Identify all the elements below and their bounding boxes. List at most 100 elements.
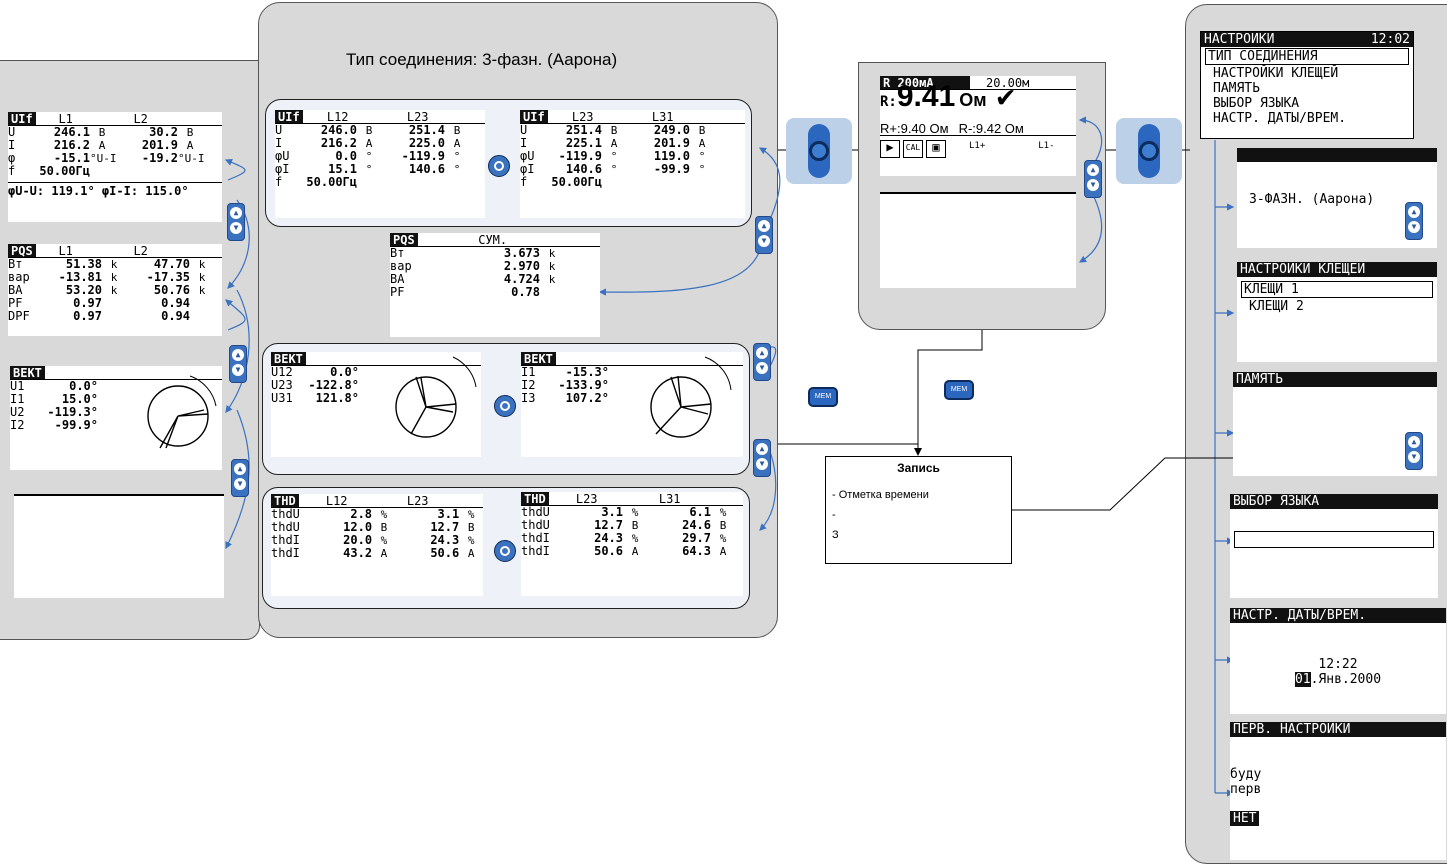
conn-value[interactable]: 3-ФАЗН. (Аарона) — [1249, 192, 1375, 207]
cell: 29.7 — [682, 531, 711, 545]
record-title: Запись — [897, 461, 940, 475]
cell: 0.0 — [335, 149, 357, 163]
down-icon[interactable]: ▼ — [1408, 221, 1420, 233]
play-icon[interactable]: ▶ — [880, 140, 900, 158]
set-nav-1[interactable]: ▲▼ — [1405, 202, 1423, 240]
clamp-2[interactable]: КЛЕЩИ 2 — [1249, 299, 1304, 314]
menu-date-time[interactable]: НАСТР. ДАТЫ/ВРЕМ. — [1213, 111, 1347, 126]
col-l23: L23 — [575, 492, 598, 506]
mid-nav-2[interactable]: ▲▼ — [753, 343, 771, 381]
down-icon[interactable]: ▼ — [234, 478, 246, 490]
up-icon[interactable]: ▲ — [1408, 436, 1420, 448]
mid-nav-3[interactable]: ▲▼ — [753, 439, 771, 477]
cell: Вт — [8, 257, 23, 271]
cell: 20.0 — [343, 533, 373, 547]
left-nav-2[interactable]: ▲▼ — [229, 345, 247, 383]
cell: 119.0 — [653, 149, 690, 163]
res-nav[interactable]: ▲▼ — [1084, 160, 1102, 198]
cell: 24.3 — [594, 531, 623, 545]
day-field[interactable]: 01 — [1294, 672, 1311, 687]
toggle-button[interactable] — [488, 155, 510, 177]
joystick-icon[interactable] — [786, 118, 852, 184]
language-option[interactable] — [1234, 531, 1434, 548]
memory-title: ПАМЯТЬ — [1233, 372, 1437, 387]
down-icon[interactable]: ▼ — [1408, 451, 1420, 463]
cell: 249.0 — [653, 123, 690, 137]
up-icon[interactable]: ▲ — [230, 207, 242, 219]
cell: 0.0° — [330, 365, 359, 379]
mid-nav-1[interactable]: ▲▼ — [755, 216, 773, 254]
cell: U1 — [10, 379, 25, 393]
up-icon[interactable]: ▲ — [1408, 206, 1420, 218]
up-icon[interactable]: ▲ — [234, 463, 246, 475]
down-icon[interactable]: ▼ — [1087, 179, 1099, 191]
up-icon[interactable]: ▲ — [756, 347, 768, 359]
up-icon[interactable]: ▲ — [758, 220, 770, 232]
cell: 225.1 — [565, 136, 602, 150]
col-l2: L2 — [133, 112, 148, 126]
cell: 251.4 — [565, 123, 602, 137]
cell: 64.3 — [682, 544, 711, 558]
cell: В — [98, 126, 106, 139]
calibration-icon[interactable]: CAL — [903, 140, 923, 158]
mem-button[interactable]: MEM — [944, 380, 974, 400]
vector-diagram — [395, 356, 477, 438]
cell: thdU — [521, 518, 550, 532]
cell: thdI — [521, 531, 550, 545]
toggle-button[interactable] — [494, 395, 516, 417]
r-plus: R+:9.40 Ом — [880, 121, 949, 136]
cell: 43.2 — [343, 546, 373, 560]
cell: -15.1 — [53, 151, 90, 165]
col-l31: L31 — [651, 110, 674, 124]
cell: 50.76 — [153, 283, 190, 297]
down-icon[interactable]: ▼ — [756, 458, 768, 470]
cell: В — [610, 124, 618, 137]
cell: А — [453, 137, 461, 150]
cell: В — [365, 124, 373, 137]
init-screen: ПЕРВ. НАСТРОЙКИ буду перв НЕТ — [1230, 722, 1446, 860]
up-icon[interactable]: ▲ — [756, 443, 768, 455]
cell: 201.9 — [141, 138, 178, 152]
menu-language[interactable]: ВЫБОР ЯЗЫКА — [1213, 96, 1300, 111]
cell: В — [186, 126, 194, 139]
set-nav-2[interactable]: ▲▼ — [1405, 432, 1423, 470]
left-nav-3[interactable]: ▲▼ — [231, 459, 249, 497]
cell — [90, 165, 114, 178]
save-icon[interactable]: ▣ — [926, 140, 946, 158]
cell: k — [548, 273, 556, 286]
cell: 251.4 — [408, 123, 445, 137]
menu-memory[interactable]: ПАМЯТЬ — [1213, 81, 1260, 96]
angle-footer: φU-U: 119.1° φI-I: 115.0° — [8, 182, 222, 198]
r-unit: Ом — [959, 90, 987, 110]
menu-connection-type[interactable]: ТИП СОЕДИНЕНИЯ — [1205, 48, 1409, 65]
no-button[interactable]: НЕТ — [1230, 811, 1260, 826]
down-icon[interactable]: ▼ — [232, 364, 244, 376]
cell: U — [520, 123, 528, 137]
up-icon[interactable]: ▲ — [232, 349, 244, 361]
cell: φU — [520, 149, 535, 163]
down-icon[interactable]: ▼ — [230, 222, 242, 234]
cell: 50.00Гц — [551, 175, 602, 189]
down-icon[interactable]: ▼ — [756, 362, 768, 374]
cell — [602, 176, 626, 189]
joystick-icon[interactable] — [1116, 118, 1182, 184]
cell: 121.8° — [315, 391, 359, 405]
toggle-button[interactable] — [494, 540, 516, 562]
left-nav-1[interactable]: ▲▼ — [227, 203, 245, 241]
col-l23: L23 — [571, 110, 594, 124]
menu-clamps[interactable]: НАСТРОЙКИ КЛЕЩЕЙ — [1213, 66, 1339, 81]
clamp-1[interactable]: КЛЕЩИ 1 — [1241, 281, 1433, 298]
cell: I2 — [10, 418, 25, 432]
mem-button[interactable]: MEM — [808, 387, 838, 407]
up-icon[interactable]: ▲ — [1087, 164, 1099, 176]
down-icon[interactable]: ▼ — [758, 235, 770, 247]
cell: 246.0 — [320, 123, 357, 137]
cell: 30.2 — [149, 125, 178, 139]
